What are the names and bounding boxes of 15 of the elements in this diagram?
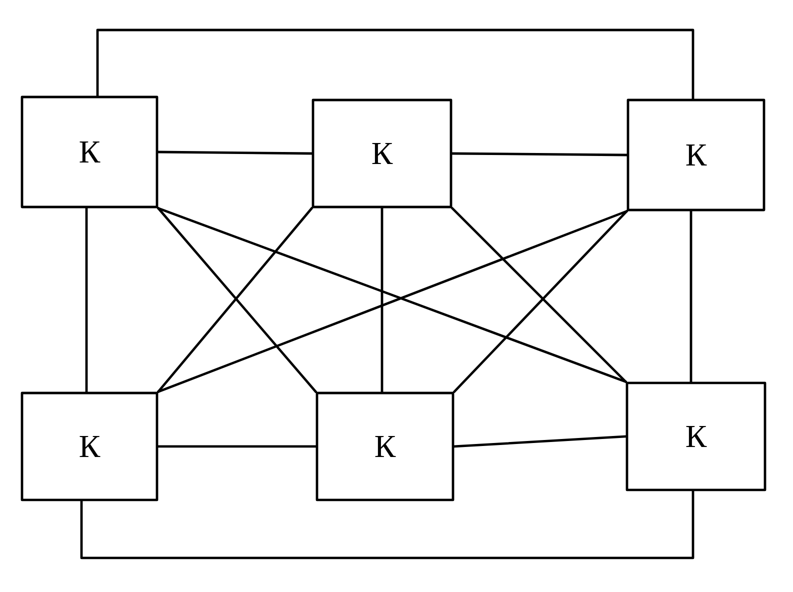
- switch-box: К: [626, 382, 766, 492]
- connection-line: [96, 28, 694, 100]
- switch-box: К: [626, 98, 766, 212]
- switch-box: К: [316, 392, 454, 502]
- connection-line: [85, 207, 88, 393]
- connection-line: [380, 207, 384, 393]
- connection-line: [451, 152, 628, 156]
- connection-line: [690, 210, 692, 383]
- connection-line: [157, 445, 317, 448]
- switch-box: К: [20, 392, 158, 502]
- connection-line: [80, 490, 694, 560]
- connection-line: [453, 435, 627, 448]
- connection-line: [157, 150, 313, 155]
- switch-box: К: [312, 98, 452, 208]
- switch-box: К: [20, 96, 158, 208]
